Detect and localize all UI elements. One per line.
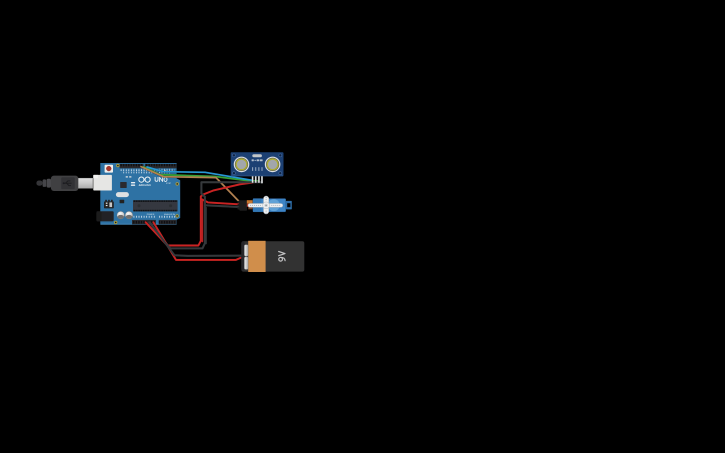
svg-text:ANALOG IN: ANALOG IN <box>164 213 175 216</box>
svg-text:POWER: POWER <box>147 213 155 216</box>
svg-text:ICSP: ICSP <box>166 182 172 185</box>
svg-text:ARDUINO: ARDUINO <box>139 184 151 187</box>
